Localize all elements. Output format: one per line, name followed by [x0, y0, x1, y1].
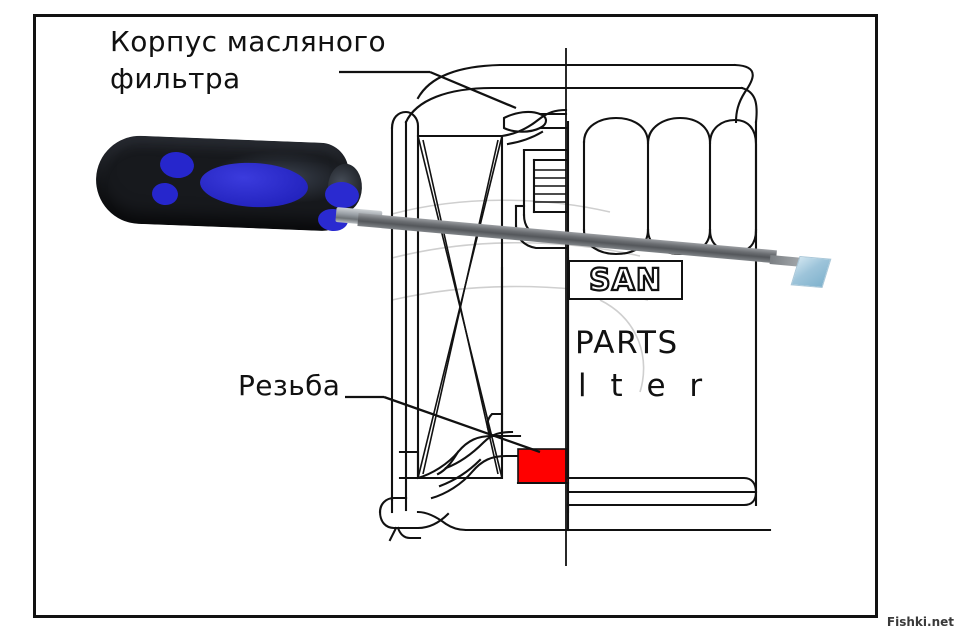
screwdriver-shaft: [357, 213, 777, 264]
filter-brand-badge: SAN: [568, 260, 683, 300]
filter-brand-name: SAN: [588, 261, 662, 298]
watermark: Fishki.net: [886, 615, 954, 629]
label-filter-housing: Корпус масляного фильтра: [110, 25, 387, 95]
filter-brand-line-3: l t e r: [578, 368, 710, 404]
filter-brand-line-2: PARTS: [575, 325, 679, 361]
image-border-frame: [33, 14, 878, 618]
label-thread: Резьба: [238, 369, 341, 402]
